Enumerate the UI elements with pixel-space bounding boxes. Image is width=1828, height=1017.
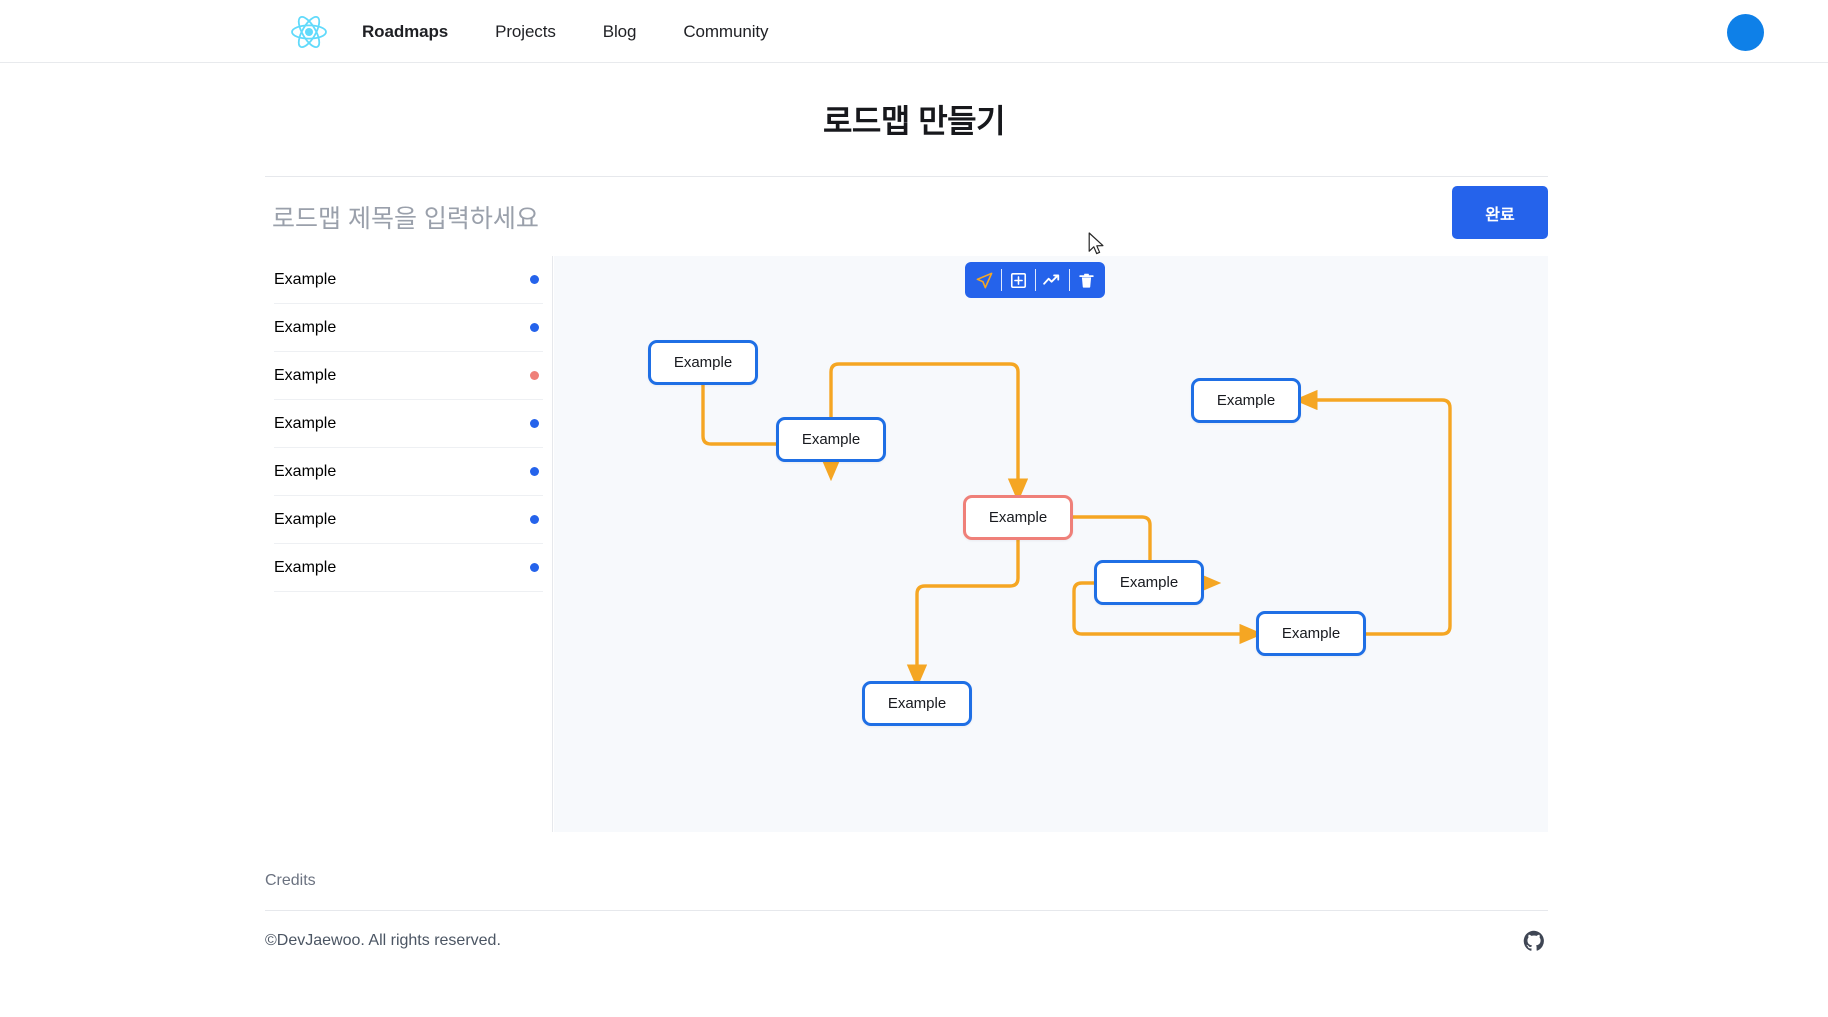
flow-node-label: Example (988, 509, 1048, 526)
add-box-icon[interactable] (1002, 262, 1035, 298)
status-dot (530, 323, 539, 332)
status-dot (530, 419, 539, 428)
roadmap-title-row: 완료 (265, 182, 1548, 256)
primary-nav: Roadmaps Projects Blog Community (362, 0, 815, 63)
flow-node-label: Example (1216, 392, 1276, 409)
trash-delete-icon[interactable] (1070, 262, 1103, 298)
list-item[interactable]: Example (274, 400, 543, 448)
roadmap-title-input[interactable] (272, 196, 1402, 242)
list-item-label: Example (274, 414, 337, 432)
flow-node-label: Example (1119, 574, 1179, 591)
list-item[interactable]: Example (274, 496, 543, 544)
node-list-panel: Example Example Example Example Example … (265, 256, 553, 832)
flow-node[interactable]: Example (776, 417, 886, 462)
page-title: 로드맵 만들기 (822, 103, 1006, 139)
trending-up-icon[interactable] (1036, 262, 1069, 298)
status-dot (530, 371, 539, 380)
flow-node[interactable]: Example (1094, 560, 1204, 605)
flow-node[interactable]: Example (1191, 378, 1301, 423)
title-divider (265, 176, 1548, 177)
nav-link-community[interactable]: Community (683, 21, 769, 41)
editor-content: Example Example Example Example Example … (265, 256, 1548, 832)
nav-link-roadmaps[interactable]: Roadmaps (362, 21, 449, 41)
flow-node[interactable]: Example (648, 340, 758, 385)
list-item-label: Example (274, 318, 337, 336)
list-item-label: Example (274, 558, 337, 576)
list-item[interactable]: Example (274, 352, 543, 400)
flow-node-label: Example (673, 354, 733, 371)
status-dot (530, 563, 539, 572)
roadmap-canvas[interactable]: Example Example Example Example Example … (554, 256, 1548, 832)
flow-node-label: Example (1281, 625, 1341, 642)
status-dot (530, 515, 539, 524)
github-icon[interactable] (1523, 930, 1545, 952)
footer-divider (265, 910, 1548, 911)
toolbar-separator (1068, 269, 1070, 291)
list-item[interactable]: Example (274, 256, 543, 304)
status-dot (530, 467, 539, 476)
flow-edges (701, 362, 1452, 689)
nav-link-blog[interactable]: Blog (602, 21, 637, 41)
list-item[interactable]: Example (274, 304, 543, 352)
copyright-text: ©DevJaewoo. All rights reserved. (265, 932, 501, 949)
flow-toolbar (965, 262, 1105, 298)
top-navbar: Roadmaps Projects Blog Community (0, 0, 1828, 63)
list-item-label: Example (274, 366, 337, 384)
list-item-label: Example (274, 462, 337, 480)
credits-link[interactable]: Credits (265, 872, 316, 889)
flow-node[interactable]: Example (963, 495, 1073, 540)
toolbar-separator (1034, 269, 1036, 291)
react-atom-logo-icon[interactable] (289, 12, 329, 52)
flow-node[interactable]: Example (1256, 611, 1366, 656)
done-button[interactable]: 완료 (1452, 186, 1548, 239)
list-item[interactable]: Example (274, 544, 543, 592)
list-item[interactable]: Example (274, 448, 543, 496)
status-dot (530, 275, 539, 284)
list-item-label: Example (274, 510, 337, 528)
toolbar-separator (1000, 269, 1002, 291)
flow-node-label: Example (887, 695, 947, 712)
nav-link-projects[interactable]: Projects (495, 21, 556, 41)
cursor-navigate-icon[interactable] (968, 262, 1001, 298)
user-avatar[interactable] (1727, 14, 1764, 51)
list-item-label: Example (274, 270, 337, 288)
flow-node-label: Example (801, 431, 861, 448)
flow-node[interactable]: Example (862, 681, 972, 726)
